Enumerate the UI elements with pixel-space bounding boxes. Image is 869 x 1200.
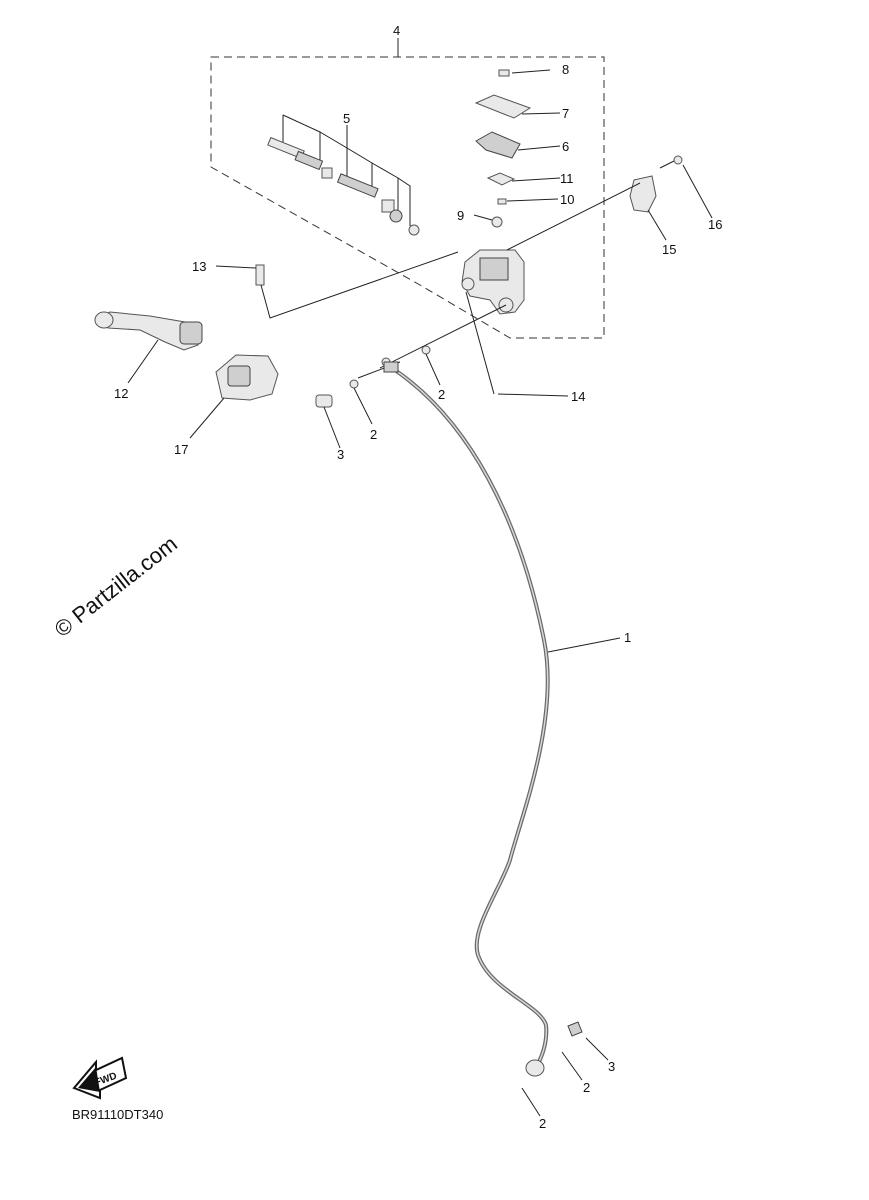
diagram-code: BR91110DT340 (72, 1107, 163, 1122)
part-15-bracket (506, 175, 667, 251)
callout-10: 10 (560, 192, 574, 207)
callout-13: 13 (192, 259, 206, 274)
upper-fittings (315, 304, 507, 449)
callout-7: 7 (562, 106, 569, 121)
callout-11: 11 (560, 171, 574, 186)
part-1-brake-hose (383, 361, 621, 1077)
callout-9: 9 (457, 208, 464, 223)
part-17-switch (189, 354, 279, 439)
callout-2b: 2 (370, 427, 377, 442)
callout-3b: 3 (608, 1059, 615, 1074)
part-5-piston-kit (267, 114, 420, 236)
callout-2d: 2 (539, 1116, 546, 1131)
callout-17: 17 (174, 442, 188, 457)
part-8-screw (498, 69, 551, 77)
watermark: © Partzilla.com (50, 531, 182, 642)
master-cylinder-body (461, 249, 525, 315)
callout-16: 16 (708, 217, 722, 232)
part-11-plate (486, 172, 561, 186)
callout-15: 15 (662, 242, 676, 257)
callout-4: 4 (393, 23, 400, 38)
callout-2c: 2 (583, 1080, 590, 1095)
lower-fittings (521, 1021, 609, 1117)
callout-14: 14 (571, 389, 585, 404)
callout-12: 12 (114, 386, 128, 401)
callout-5: 5 (343, 111, 350, 126)
part-9-washer (473, 214, 503, 228)
callout-6: 6 (562, 139, 569, 154)
part-6-diaphragm (475, 131, 561, 159)
callout-2a: 2 (438, 387, 445, 402)
callout-1: 1 (624, 630, 631, 645)
part-14-leader (465, 291, 569, 397)
callout-3a: 3 (337, 447, 344, 462)
assembly-boundary (210, 56, 605, 339)
callout-8: 8 (562, 62, 569, 77)
part-13-stud (215, 251, 459, 319)
part-10-bolt (497, 198, 559, 205)
part-12-lever (94, 311, 203, 384)
part-7-cap (474, 94, 561, 119)
fwd-arrow-icon: FWD (72, 1056, 128, 1100)
part-16-screw (659, 155, 713, 219)
